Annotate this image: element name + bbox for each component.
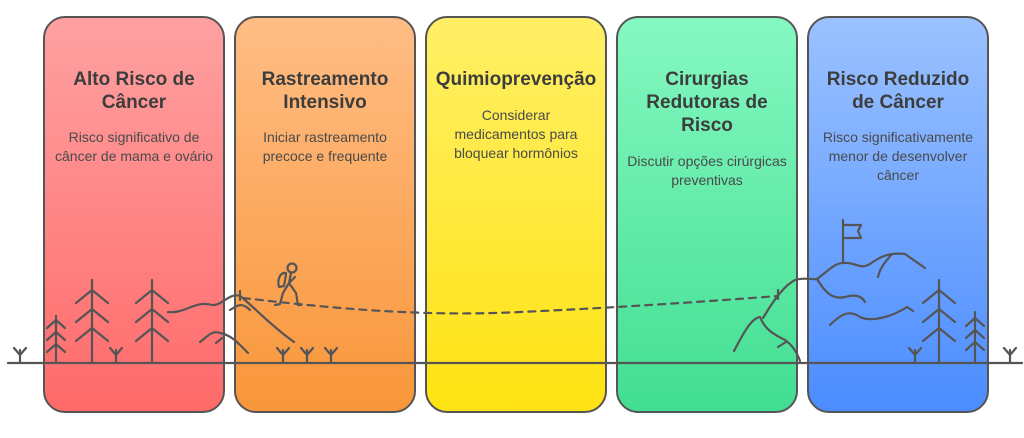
pine-tree-icon: [45, 278, 170, 364]
stage-description: Risco significativo de câncer de mama e …: [55, 129, 213, 164]
stage-description: Risco significativamente menor de desenv…: [822, 129, 974, 183]
stage-title: Rastreamento Intensivo: [261, 69, 389, 113]
stage-title: Cirurgias Redutoras de Risco: [646, 69, 768, 136]
dashed-path: [241, 294, 780, 315]
stage-title: Quimioprevenção: [435, 69, 597, 90]
mountain-icon: [732, 252, 927, 363]
stage-card-chemoprevention: Quimioprevenção Considerar medicamentos …: [425, 16, 607, 413]
stage-title: Risco Reduzido de Câncer: [826, 69, 970, 113]
stage-title: Alto Risco de Câncer: [73, 69, 195, 113]
stage-card-reduced-risk: Risco Reduzido de Câncer Risco significa…: [807, 16, 989, 413]
stage-description: Discutir opções cirúrgicas preventivas: [627, 153, 787, 188]
stage-card-high-risk: Alto Risco de Câncer Risco significativo…: [43, 16, 225, 413]
pine-tree-icon: [921, 278, 986, 364]
grass-sprout-icon: [12, 346, 1018, 364]
mountain-icon: [166, 294, 296, 355]
stage-card-screening: Rastreamento Intensivo Iniciar rastreame…: [234, 16, 416, 413]
stage-card-surgery: Cirurgias Redutoras de Risco Discutir op…: [616, 16, 798, 413]
hiker-icon: [273, 262, 303, 307]
flag-icon: [841, 218, 863, 264]
stage-description: Considerar medicamentos para bloquear ho…: [454, 107, 578, 161]
stage-description: Iniciar rastreamento precoce e frequente: [262, 129, 388, 164]
